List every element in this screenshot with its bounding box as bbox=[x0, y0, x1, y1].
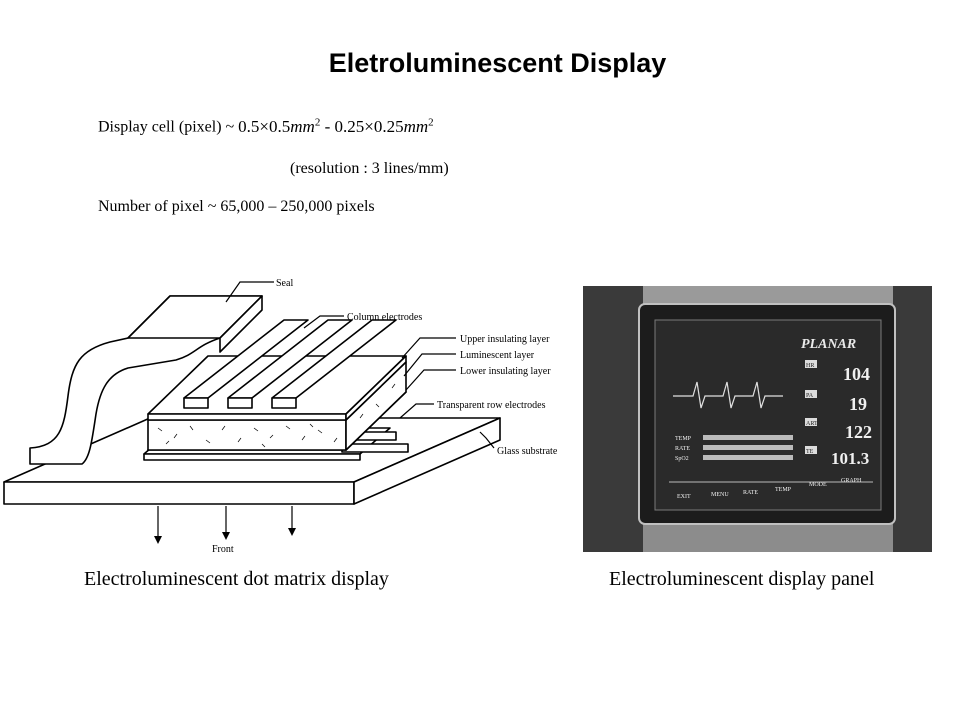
display-cell-label: Display cell (pixel) ~ bbox=[98, 118, 235, 136]
label-glass-substrate: Glass substrate bbox=[497, 446, 558, 457]
upper-insulating-side bbox=[345, 355, 407, 421]
panel-top-bracket bbox=[643, 286, 893, 306]
el-display-panel-photo: PLANAR HR 104 PA 19 ART 122 TE 101.3 TEM… bbox=[583, 286, 932, 552]
formula-unit1: mm bbox=[290, 116, 315, 136]
seal-leader bbox=[225, 281, 274, 303]
formula-unit2: mm bbox=[403, 116, 429, 136]
softkey-mode[interactable]: MODE bbox=[809, 482, 827, 488]
label-column-electrodes: Column electrodes bbox=[347, 312, 422, 323]
formula-b2: 0.25 bbox=[373, 116, 404, 136]
caption-display-panel: Electroluminescent display panel bbox=[609, 568, 875, 590]
row-leader bbox=[399, 403, 434, 419]
reading-value-3: 122 bbox=[845, 422, 872, 442]
brand-logo: PLANAR bbox=[801, 337, 856, 352]
reading-value-1: 104 bbox=[843, 364, 870, 384]
param-bar-3 bbox=[703, 455, 793, 460]
reading-value-4: 101.3 bbox=[831, 449, 869, 468]
softkey-rate[interactable]: RATE bbox=[743, 490, 758, 496]
display-cell-line: Display cell (pixel) ~ 0.5×0.5mm2 - 0.25… bbox=[98, 116, 434, 137]
glass-leader bbox=[479, 431, 495, 449]
param-label-3: SpO2 bbox=[675, 456, 689, 462]
resolution-text: (resolution : 3 lines/mm) bbox=[290, 160, 449, 177]
label-upper-insulating: Upper insulating layer bbox=[460, 334, 550, 345]
column-electrode-2-front bbox=[227, 397, 253, 409]
formula-a2: 0.5 bbox=[269, 116, 291, 136]
reading-tag-1: HR bbox=[806, 363, 814, 369]
param-label-1: TEMP bbox=[675, 436, 692, 442]
label-lower-insulating: Lower insulating layer bbox=[460, 366, 551, 377]
label-luminescent: Luminescent layer bbox=[460, 350, 535, 361]
column-electrode-1-front bbox=[183, 397, 209, 409]
softkey-menu[interactable]: MENU bbox=[711, 492, 729, 498]
slide-title: Eletroluminescent Display bbox=[328, 48, 667, 78]
upper-insulating-front bbox=[147, 413, 347, 421]
reading-tag-box-2 bbox=[805, 390, 817, 398]
param-bar-2 bbox=[703, 445, 793, 450]
param-bar-1 bbox=[703, 435, 793, 440]
column-leader bbox=[303, 315, 344, 329]
label-seal: Seal bbox=[276, 278, 293, 289]
lum-leader bbox=[403, 353, 456, 377]
formula-times2: × bbox=[364, 116, 374, 136]
reading-tag-box-1 bbox=[805, 360, 817, 368]
reading-tag-box-3 bbox=[805, 418, 817, 426]
softkey-graph[interactable]: GRAPH bbox=[841, 478, 862, 484]
front-arrowhead-3 bbox=[288, 528, 296, 536]
label-row-electrodes: Transparent row electrodes bbox=[437, 400, 546, 411]
formula-a1: 0.5 bbox=[238, 116, 260, 136]
pixel-size-formula: 0.5×0.5mm2 - 0.25×0.25mm2 bbox=[238, 116, 434, 136]
column-electrode-3-front bbox=[271, 397, 297, 409]
lower-leader bbox=[405, 369, 456, 391]
reading-value-2: 19 bbox=[849, 394, 867, 414]
formula-exp2: 2 bbox=[428, 116, 434, 128]
reading-tag-2: PA bbox=[806, 393, 814, 399]
formula-times1: × bbox=[259, 116, 270, 136]
row-electrode-4 bbox=[143, 453, 361, 461]
ecg-waveform bbox=[673, 381, 783, 409]
front-arrowhead-1 bbox=[154, 536, 162, 544]
reading-tag-3: ART bbox=[806, 421, 818, 427]
front-arrowhead-2 bbox=[222, 532, 230, 540]
label-front: Front bbox=[212, 544, 234, 555]
luminescent-layer-front bbox=[147, 419, 347, 451]
glass-substrate-front bbox=[3, 481, 355, 505]
softkey-exit[interactable]: EXIT bbox=[677, 494, 691, 500]
seal-end bbox=[219, 295, 263, 353]
reading-tag-4: TE bbox=[806, 449, 814, 455]
pixel-count-text: Number of pixel ~ 65,000 – 250,000 pixel… bbox=[98, 198, 375, 215]
formula-b1: 0.25 bbox=[334, 116, 365, 136]
softkey-temp[interactable]: TEMP bbox=[775, 487, 792, 493]
el-dot-matrix-diagram: Seal Column electrodes Upper insulating … bbox=[3, 278, 558, 555]
reading-tag-box-4 bbox=[805, 446, 817, 454]
param-label-2: RATE bbox=[675, 446, 690, 452]
formula-exp1: 2 bbox=[314, 116, 321, 128]
formula-dash: - bbox=[320, 116, 335, 136]
panel-screen bbox=[654, 319, 882, 511]
glass-substrate-side bbox=[353, 417, 501, 505]
caption-dot-matrix: Electroluminescent dot matrix display bbox=[84, 568, 389, 590]
upper-leader bbox=[401, 337, 456, 359]
phosphor-speckle bbox=[157, 383, 396, 448]
